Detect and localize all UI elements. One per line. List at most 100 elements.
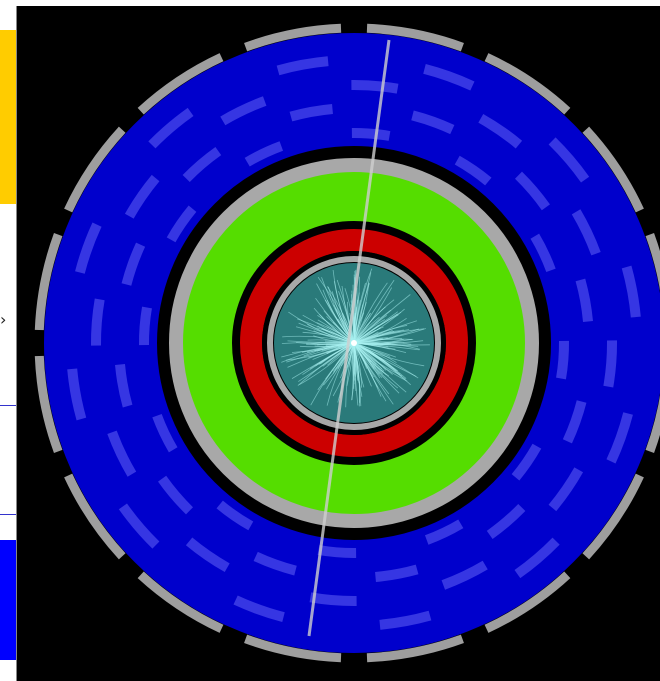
hcal-module bbox=[67, 368, 87, 421]
particle-track bbox=[353, 316, 380, 344]
hcal-module bbox=[562, 400, 587, 444]
particle-track bbox=[299, 342, 355, 386]
particle-track bbox=[353, 342, 379, 388]
hcal-module bbox=[441, 560, 488, 590]
hadron-calorimeter-ring bbox=[44, 33, 660, 653]
muon-chamber-segment bbox=[582, 473, 644, 560]
left-divider-top bbox=[0, 405, 18, 406]
muon-chamber-segment bbox=[484, 53, 571, 115]
hcal-module bbox=[216, 500, 254, 531]
muon-chamber-segment bbox=[244, 634, 342, 663]
hadron-calorimeter-modules bbox=[67, 56, 641, 630]
hcal-module bbox=[571, 209, 601, 256]
particle-track bbox=[353, 342, 408, 382]
hcal-module bbox=[603, 340, 618, 388]
hcal-module bbox=[454, 155, 492, 186]
gap-ring-inner bbox=[232, 221, 476, 465]
hcal-module bbox=[118, 503, 160, 549]
particle-track bbox=[315, 342, 355, 367]
inner-red-ring bbox=[240, 229, 468, 457]
muon-chamber-segment bbox=[137, 53, 224, 115]
particle-track bbox=[353, 342, 401, 346]
hcal-module bbox=[411, 110, 455, 135]
particle-track bbox=[326, 286, 355, 344]
gap-ring-outer bbox=[157, 146, 551, 540]
muon-chamber-segment bbox=[64, 473, 126, 560]
hcal-module bbox=[166, 205, 197, 243]
hcal-module bbox=[514, 537, 560, 579]
hcal-module bbox=[138, 306, 152, 346]
hcal-module bbox=[548, 137, 590, 183]
solenoid-ring bbox=[169, 158, 539, 528]
muon-chamber-segment bbox=[582, 126, 644, 213]
hcal-module bbox=[317, 545, 357, 559]
particle-track bbox=[353, 342, 411, 386]
hcal-module bbox=[121, 242, 146, 286]
hcal-module bbox=[185, 537, 230, 573]
hcal-module bbox=[575, 278, 593, 323]
particle-track bbox=[353, 342, 421, 350]
hcal-module bbox=[606, 412, 633, 464]
particle-track bbox=[326, 316, 355, 344]
muon-chamber-segment bbox=[137, 571, 224, 633]
hcal-module bbox=[478, 113, 523, 149]
particle-track bbox=[325, 342, 355, 380]
left-panel-yellow bbox=[0, 30, 16, 204]
muon-chamber-segment bbox=[645, 233, 660, 291]
hcal-module bbox=[423, 64, 475, 91]
muon-chamber-segment bbox=[645, 395, 660, 453]
muon-chamber-segment bbox=[366, 23, 464, 52]
hcal-module bbox=[289, 104, 334, 122]
hcal-module bbox=[486, 503, 526, 539]
hcal-module bbox=[621, 265, 641, 318]
hcal-module bbox=[220, 96, 267, 126]
hcal-module bbox=[90, 298, 105, 346]
particle-track bbox=[324, 299, 355, 344]
hcal-module bbox=[124, 174, 160, 219]
particle-track bbox=[353, 330, 401, 344]
particle-track bbox=[353, 292, 360, 344]
chevron-right-icon: › bbox=[0, 310, 7, 329]
particle-tracks bbox=[281, 268, 430, 408]
event-display-frame bbox=[16, 6, 660, 681]
hcal-module bbox=[511, 443, 542, 481]
hcal-module bbox=[244, 141, 284, 167]
muon-chamber-segment bbox=[366, 634, 464, 663]
em-calorimeter-ring bbox=[183, 172, 525, 514]
hcal-module bbox=[75, 222, 102, 274]
hcal-module bbox=[158, 475, 194, 515]
hcal-module bbox=[379, 610, 432, 630]
muon-chamber-segment bbox=[34, 355, 63, 453]
hcal-module bbox=[309, 592, 357, 607]
hcal-module bbox=[374, 564, 419, 582]
hcal-module bbox=[107, 430, 137, 477]
particle-track bbox=[353, 342, 380, 375]
hcal-module bbox=[233, 595, 285, 622]
hcal-module bbox=[351, 127, 391, 141]
hcal-module bbox=[548, 467, 584, 512]
hcal-module bbox=[115, 363, 133, 408]
detector-event-display bbox=[34, 23, 660, 663]
gap-ring-tracker bbox=[262, 251, 446, 435]
particle-track bbox=[353, 279, 395, 344]
muon-chamber-segment bbox=[64, 126, 126, 213]
left-panel-blue bbox=[0, 540, 16, 660]
hcal-module bbox=[152, 413, 178, 453]
hcal-module bbox=[148, 107, 194, 149]
particle-track bbox=[332, 269, 355, 344]
hcal-module bbox=[530, 233, 556, 273]
muon-chamber-segment bbox=[484, 571, 571, 633]
hcal-module bbox=[253, 551, 297, 576]
interaction-vertex bbox=[351, 340, 357, 346]
particle-track bbox=[353, 342, 397, 363]
jet-line bbox=[307, 39, 391, 637]
hcal-module bbox=[351, 79, 399, 94]
particle-track bbox=[353, 276, 360, 344]
particle-track bbox=[336, 279, 355, 344]
muon-chamber-segment bbox=[34, 233, 63, 331]
left-divider-bottom bbox=[0, 514, 18, 515]
hcal-module bbox=[424, 519, 464, 545]
tracker-boundary bbox=[267, 256, 441, 430]
hcal-module bbox=[514, 171, 550, 211]
hcal-module bbox=[276, 56, 329, 76]
